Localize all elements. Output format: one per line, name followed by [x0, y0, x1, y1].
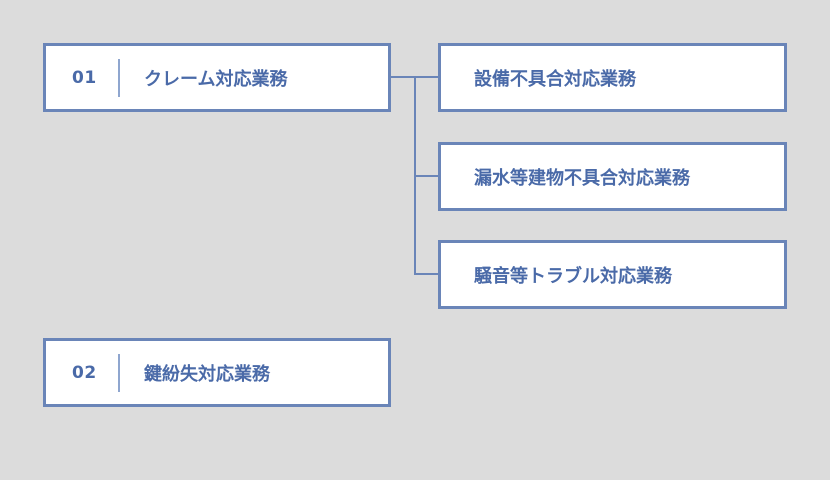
- subcategory-box-3: 騒音等トラブル対応業務: [438, 240, 787, 309]
- category-number: 01: [72, 67, 97, 88]
- category-box-02: 02 鍵紛失対応業務: [43, 338, 391, 407]
- subcategory-box-2: 漏水等建物不具合対応業務: [438, 142, 787, 211]
- category-label: クレーム対応業務: [144, 68, 288, 90]
- connector-branch-3: [414, 273, 438, 275]
- subcategory-label: 漏水等建物不具合対応業務: [474, 167, 690, 189]
- subcategory-label: 騒音等トラブル対応業務: [474, 265, 672, 287]
- subcategory-label: 設備不具合対応業務: [474, 68, 636, 90]
- category-label: 鍵紛失対応業務: [144, 363, 270, 385]
- category-separator: [118, 58, 120, 97]
- category-separator: [118, 353, 120, 392]
- category-number: 02: [72, 362, 97, 383]
- subcategory-box-1: 設備不具合対応業務: [438, 43, 787, 112]
- connector-branch-2: [414, 175, 438, 177]
- category-box-01: 01 クレーム対応業務: [43, 43, 391, 112]
